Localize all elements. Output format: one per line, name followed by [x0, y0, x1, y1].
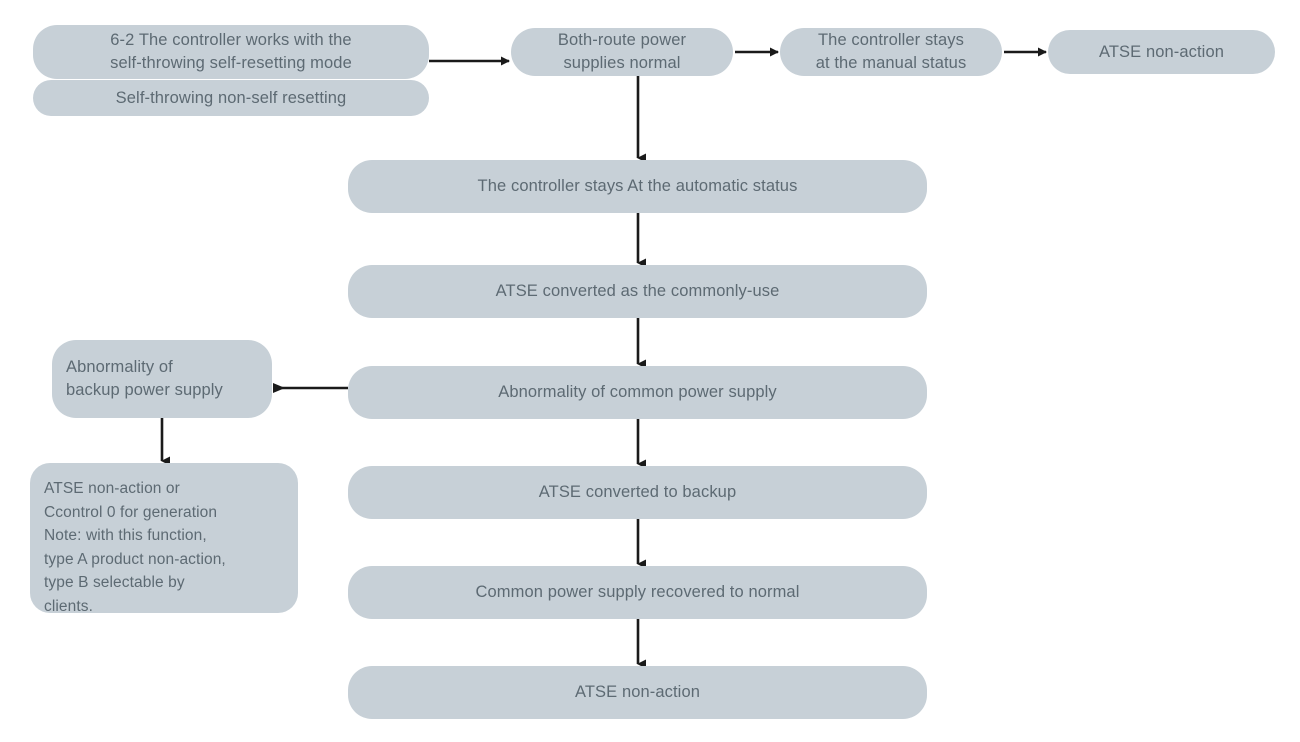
node-automatic-status-label: The controller stays At the automatic st…: [477, 177, 798, 196]
node-both-route-normal-label: Both-route power supplies normal: [557, 31, 687, 72]
node-abnormality-backup-label: Abnormality of backup power supply: [66, 358, 223, 399]
node-common-recovered-label: Common power supply recovered to normal: [475, 583, 800, 602]
node-manual-status: The controller stays at the manual statu…: [780, 28, 1002, 76]
node-note-box-label: ATSE non-action or Ccontrol 0 for genera…: [44, 480, 226, 615]
node-atse-non-action-final: ATSE non-action: [348, 666, 927, 719]
node-note-box: ATSE non-action or Ccontrol 0 for genera…: [30, 463, 298, 615]
node-mode-subtitle: Self-throwing non-self resetting: [33, 80, 429, 116]
node-converted-commonly-use: ATSE converted as the commonly-use: [348, 265, 927, 318]
node-abnormality-common: Abnormality of common power supply: [348, 366, 927, 419]
node-mode-title: 6-2 The controller works with the self-t…: [33, 25, 429, 79]
node-abnormality-common-label: Abnormality of common power supply: [498, 383, 777, 402]
node-mode-subtitle-label: Self-throwing non-self resetting: [115, 88, 347, 107]
node-manual-status-label: The controller stays at the manual statu…: [815, 31, 967, 72]
node-converted-backup-label: ATSE converted to backup: [538, 483, 737, 502]
node-common-recovered: Common power supply recovered to normal: [348, 566, 927, 619]
node-converted-commonly-use-label: ATSE converted as the commonly-use: [495, 282, 780, 301]
node-converted-backup: ATSE converted to backup: [348, 466, 927, 519]
node-atse-non-action-manual-label: ATSE non-action: [1098, 42, 1224, 61]
node-atse-non-action-final-label: ATSE non-action: [574, 683, 700, 702]
node-mode-title-label: 6-2 The controller works with the self-t…: [110, 31, 352, 72]
node-atse-non-action-manual: ATSE non-action: [1048, 30, 1275, 74]
node-automatic-status: The controller stays At the automatic st…: [348, 160, 927, 213]
node-both-route-normal: Both-route power supplies normal: [511, 28, 733, 76]
node-abnormality-backup: Abnormality of backup power supply: [52, 340, 272, 418]
